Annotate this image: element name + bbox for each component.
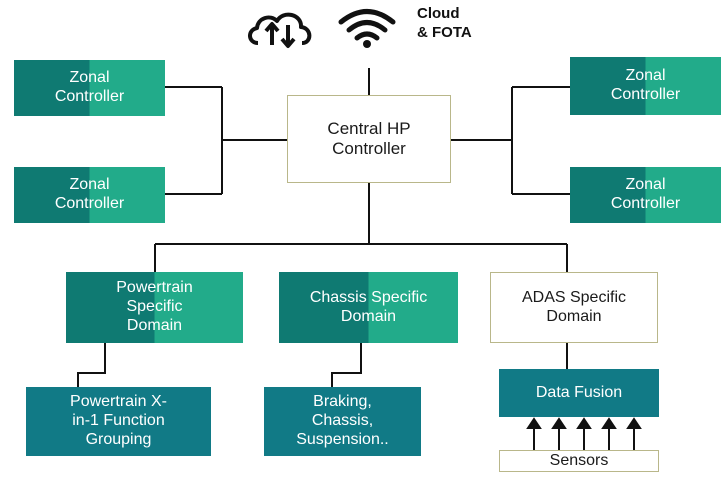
powertrain-x-in-1-block: Powertrain X- in-1 Function Grouping xyxy=(26,387,211,456)
cloud-upload-download-icon xyxy=(248,12,312,48)
sensors-block: Sensors xyxy=(499,450,659,472)
adas-domain: ADAS Specific Domain xyxy=(490,272,658,343)
braking-chassis-suspension-block: Braking, Chassis, Suspension.. xyxy=(264,387,421,456)
powertrain-domain: Powertrain Specific Domain xyxy=(66,272,243,343)
zonal-controller-top-left: Zonal Controller xyxy=(14,60,165,116)
wifi-icon xyxy=(338,9,396,41)
cloud-fota-label: Cloud & FOTA xyxy=(417,5,472,41)
chassis-domain: Chassis Specific Domain xyxy=(279,272,458,343)
zonal-controller-bottom-right: Zonal Controller xyxy=(570,167,721,223)
zonal-controller-top-right: Zonal Controller xyxy=(570,57,721,115)
data-fusion-block: Data Fusion xyxy=(499,369,659,417)
zonal-controller-bottom-left: Zonal Controller xyxy=(14,167,165,223)
central-controller: Central HP Controller xyxy=(287,95,451,183)
